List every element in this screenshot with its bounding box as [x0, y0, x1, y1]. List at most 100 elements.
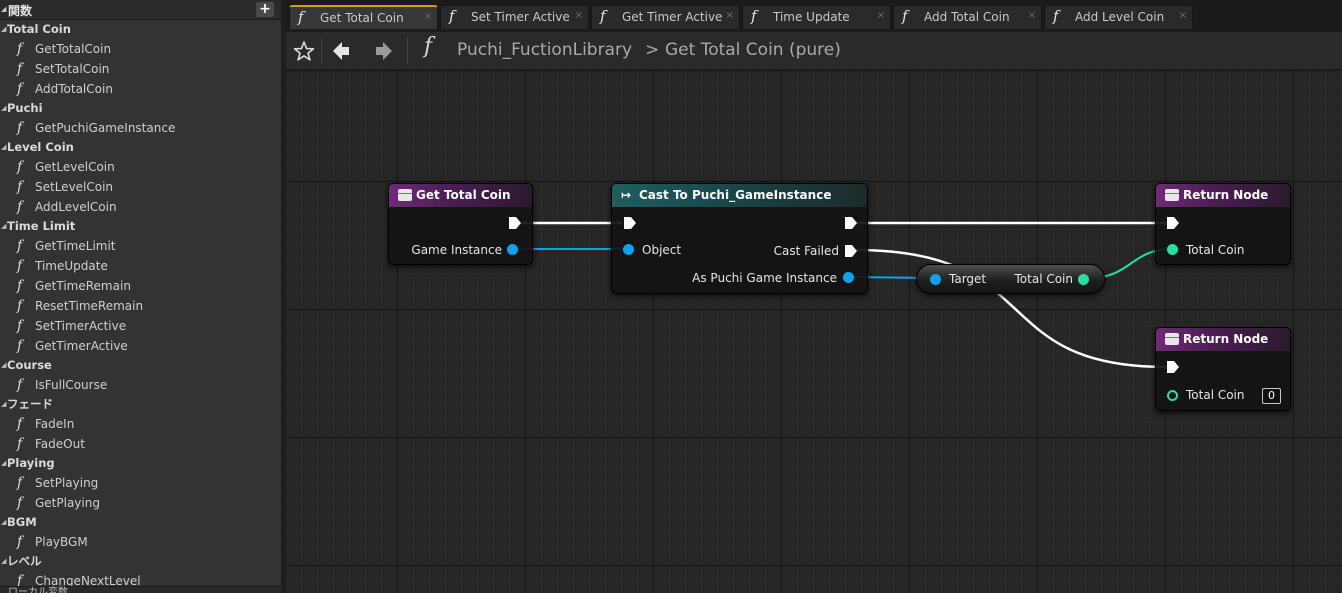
category-header[interactable]: ◢レベル: [0, 552, 281, 571]
function-label: GetTimeRemain: [35, 279, 131, 293]
function-entry-node[interactable]: Get Total Coin Game Instance: [388, 183, 533, 265]
favorite-button[interactable]: [290, 36, 318, 66]
forward-button[interactable]: [369, 36, 397, 66]
breadcrumb-root[interactable]: Puchi_FuctionLibrary: [457, 40, 633, 60]
collapse-triangle-icon: ◢: [1, 104, 7, 112]
function-icon: f: [17, 278, 23, 294]
pin-label-total-coin: Total Coin: [1014, 272, 1074, 286]
exec-cast-failed-pin-icon[interactable]: [845, 245, 857, 257]
pin-label-cast-failed: Cast Failed: [773, 244, 839, 258]
category-header[interactable]: ◢Time Limit: [0, 217, 281, 236]
function-label: AddLevelCoin: [35, 200, 117, 214]
forward-arrow-icon: [376, 42, 392, 60]
node-header: Return Node: [1156, 328, 1290, 351]
tab-label: Time Update: [773, 10, 850, 24]
return-node-icon: [1165, 189, 1179, 201]
category-header[interactable]: ◢フェード: [0, 395, 281, 414]
object-pin-icon[interactable]: [930, 274, 941, 285]
collapse-triangle-icon: ◢: [1, 459, 7, 467]
category-label: フェード: [7, 397, 53, 411]
exec-out-pin-icon[interactable]: [509, 217, 521, 229]
cast-node[interactable]: ↦ Cast To Puchi_GameInstance Object Cast…: [611, 183, 868, 294]
default-value-input[interactable]: 0: [1262, 388, 1281, 404]
pin-label-object: Object: [642, 243, 682, 257]
function-icon: f: [424, 34, 433, 59]
object-pin-icon[interactable]: [623, 244, 634, 255]
exec-in-pin-icon[interactable]: [1167, 361, 1179, 373]
function-label: PlayBGM: [35, 535, 88, 549]
toolbar-separator: [321, 38, 322, 64]
collapse-triangle-icon: ◢: [1, 400, 7, 408]
pin-label-game-instance: Game Instance: [411, 243, 502, 257]
category-header[interactable]: ◢Total Coin: [0, 20, 281, 39]
local-variables-section-header[interactable]: ローカル変数: [0, 586, 281, 593]
panel-splitter[interactable]: [281, 0, 286, 593]
close-icon[interactable]: ×: [574, 10, 583, 21]
breadcrumb-current: Get Total Coin (pure): [665, 40, 841, 60]
function-label: GetTimeLimit: [35, 239, 116, 253]
category-header[interactable]: ◢BGM: [0, 513, 281, 532]
tab-label: Set Timer Active: [471, 10, 570, 24]
object-pin-icon[interactable]: [843, 272, 854, 283]
blueprint-graph-canvas[interactable]: Get Total Coin Game Instance ↦ Cast To P…: [286, 71, 1342, 593]
category-header[interactable]: ◢Puchi: [0, 99, 281, 118]
int-pin-icon[interactable]: [1167, 390, 1178, 401]
functions-section-header[interactable]: ◢関数 +: [0, 0, 281, 20]
object-pin-icon[interactable]: [507, 244, 518, 255]
category-label: BGM: [7, 515, 37, 529]
exec-in-pin-icon[interactable]: [1167, 217, 1179, 229]
category-header[interactable]: ◢Course: [0, 356, 281, 375]
exec-in-pin-icon[interactable]: [624, 217, 636, 229]
close-icon[interactable]: ×: [423, 11, 432, 22]
total-coin-getter-node[interactable]: Target Total Coin: [916, 264, 1105, 294]
function-label: ChangeNextLevel: [35, 574, 141, 588]
int-pin-icon[interactable]: [1167, 244, 1178, 255]
local-variables-label: ローカル変数: [8, 587, 68, 593]
collapse-triangle-icon: ◢: [1, 5, 7, 13]
function-icon: f: [17, 298, 23, 314]
exec-out-pin-icon[interactable]: [845, 217, 857, 229]
category-label: Puchi: [7, 101, 43, 115]
collapse-triangle-icon: ◢: [1, 25, 7, 33]
return-node[interactable]: Return Node Total Coin 0: [1155, 327, 1291, 411]
function-item[interactable]: f GetTimeRemain: [0, 276, 281, 296]
return-node[interactable]: Return Node Total Coin: [1155, 183, 1291, 265]
function-icon: f: [17, 338, 23, 354]
add-function-button[interactable]: +: [256, 2, 274, 17]
function-item[interactable]: f ChangeNextLevel: [0, 571, 281, 591]
close-icon[interactable]: ×: [725, 10, 734, 21]
category-header[interactable]: ◢Playing: [0, 454, 281, 473]
close-icon[interactable]: ×: [1178, 10, 1187, 21]
close-icon[interactable]: ×: [1027, 10, 1036, 21]
category-header[interactable]: ◢Level Coin: [0, 138, 281, 157]
close-icon[interactable]: ×: [876, 10, 885, 21]
back-button[interactable]: [328, 36, 356, 66]
tab-label: Get Timer Active: [622, 10, 723, 24]
function-icon: f: [17, 573, 23, 589]
int-pin-icon[interactable]: [1078, 274, 1089, 285]
